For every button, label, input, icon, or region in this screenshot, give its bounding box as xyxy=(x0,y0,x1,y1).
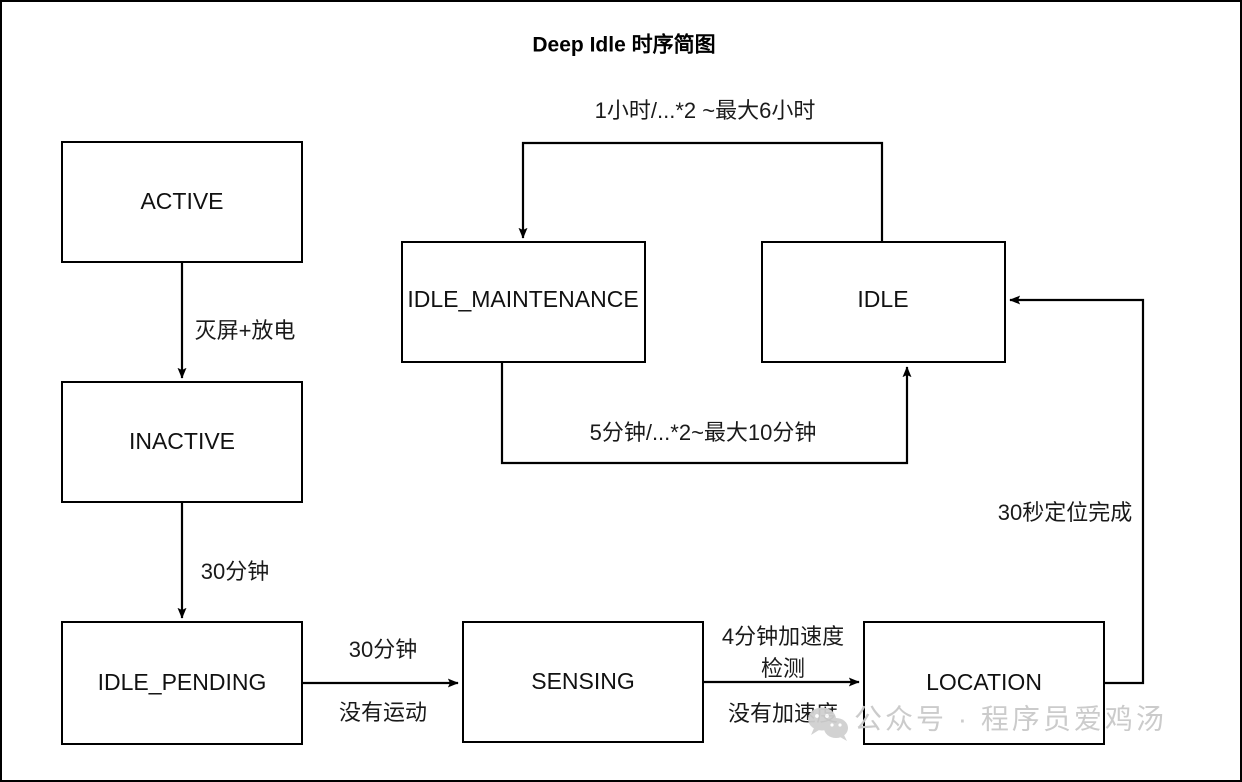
node-active-label: ACTIVE xyxy=(140,188,223,214)
edge-label-active-to-inactive: 灭屏+放电 xyxy=(195,318,296,343)
node-location-label: LOCATION xyxy=(926,669,1042,695)
node-idle-box[interactable] xyxy=(761,241,1006,363)
node-location-box[interactable] xyxy=(863,621,1105,745)
edge-label-idle-pending-to-sensing-duration: 30分钟 xyxy=(349,637,417,662)
node-sensing-box[interactable] xyxy=(462,621,704,743)
page-title: Deep Idle 时序简图 xyxy=(532,33,715,57)
edge-label-idle-pending-to-sensing-condition: 没有运动 xyxy=(339,700,427,725)
node-idle-pending-box[interactable] xyxy=(61,621,303,745)
edge-location-to-idle xyxy=(1009,295,1145,685)
node-idle-pending-label: IDLE_PENDING xyxy=(98,669,267,695)
node-idle-maintenance[interactable]: IDLE_MAINTENANCE xyxy=(401,241,646,363)
node-idle-label: IDLE xyxy=(857,286,908,312)
node-sensing[interactable]: SENSING xyxy=(462,621,704,743)
wechat-icon xyxy=(808,707,848,741)
edge-idle-to-idle-maintenance xyxy=(518,141,884,242)
edge-idle-maintenance-to-idle xyxy=(500,362,912,465)
watermark-label: 公众号 · 程序员爱鸡汤 xyxy=(854,703,1167,734)
node-active-box[interactable] xyxy=(61,141,303,263)
node-sensing-label: SENSING xyxy=(531,668,635,694)
node-inactive[interactable]: INACTIVE xyxy=(61,381,303,503)
edge-label-location-to-idle: 30秒定位完成 xyxy=(998,500,1132,525)
node-idle-pending[interactable]: IDLE_PENDING xyxy=(61,621,303,745)
node-idle-maintenance-box[interactable] xyxy=(401,241,646,363)
node-inactive-box[interactable] xyxy=(61,381,303,503)
node-active[interactable]: ACTIVE xyxy=(61,141,303,263)
edge-label-inactive-to-idle-pending: 30分钟 xyxy=(201,559,269,584)
edge-label-sensing-to-location-duration: 4分钟加速度 xyxy=(722,624,844,649)
watermark: 公众号 · 程序员爱鸡汤 xyxy=(808,703,1167,741)
node-idle[interactable]: IDLE xyxy=(761,241,1006,363)
edge-label-idle-maintenance-to-idle: 5分钟/...*2~最大10分钟 xyxy=(590,420,817,445)
edge-label-sensing-to-location-duration2: 检测 xyxy=(761,656,805,681)
node-location[interactable]: LOCATION xyxy=(863,621,1105,745)
node-inactive-label: INACTIVE xyxy=(129,428,235,454)
node-idle-maintenance-label: IDLE_MAINTENANCE xyxy=(407,286,638,312)
edge-label-idle-to-idle-maintenance: 1小时/...*2 ~最大6小时 xyxy=(595,98,816,123)
